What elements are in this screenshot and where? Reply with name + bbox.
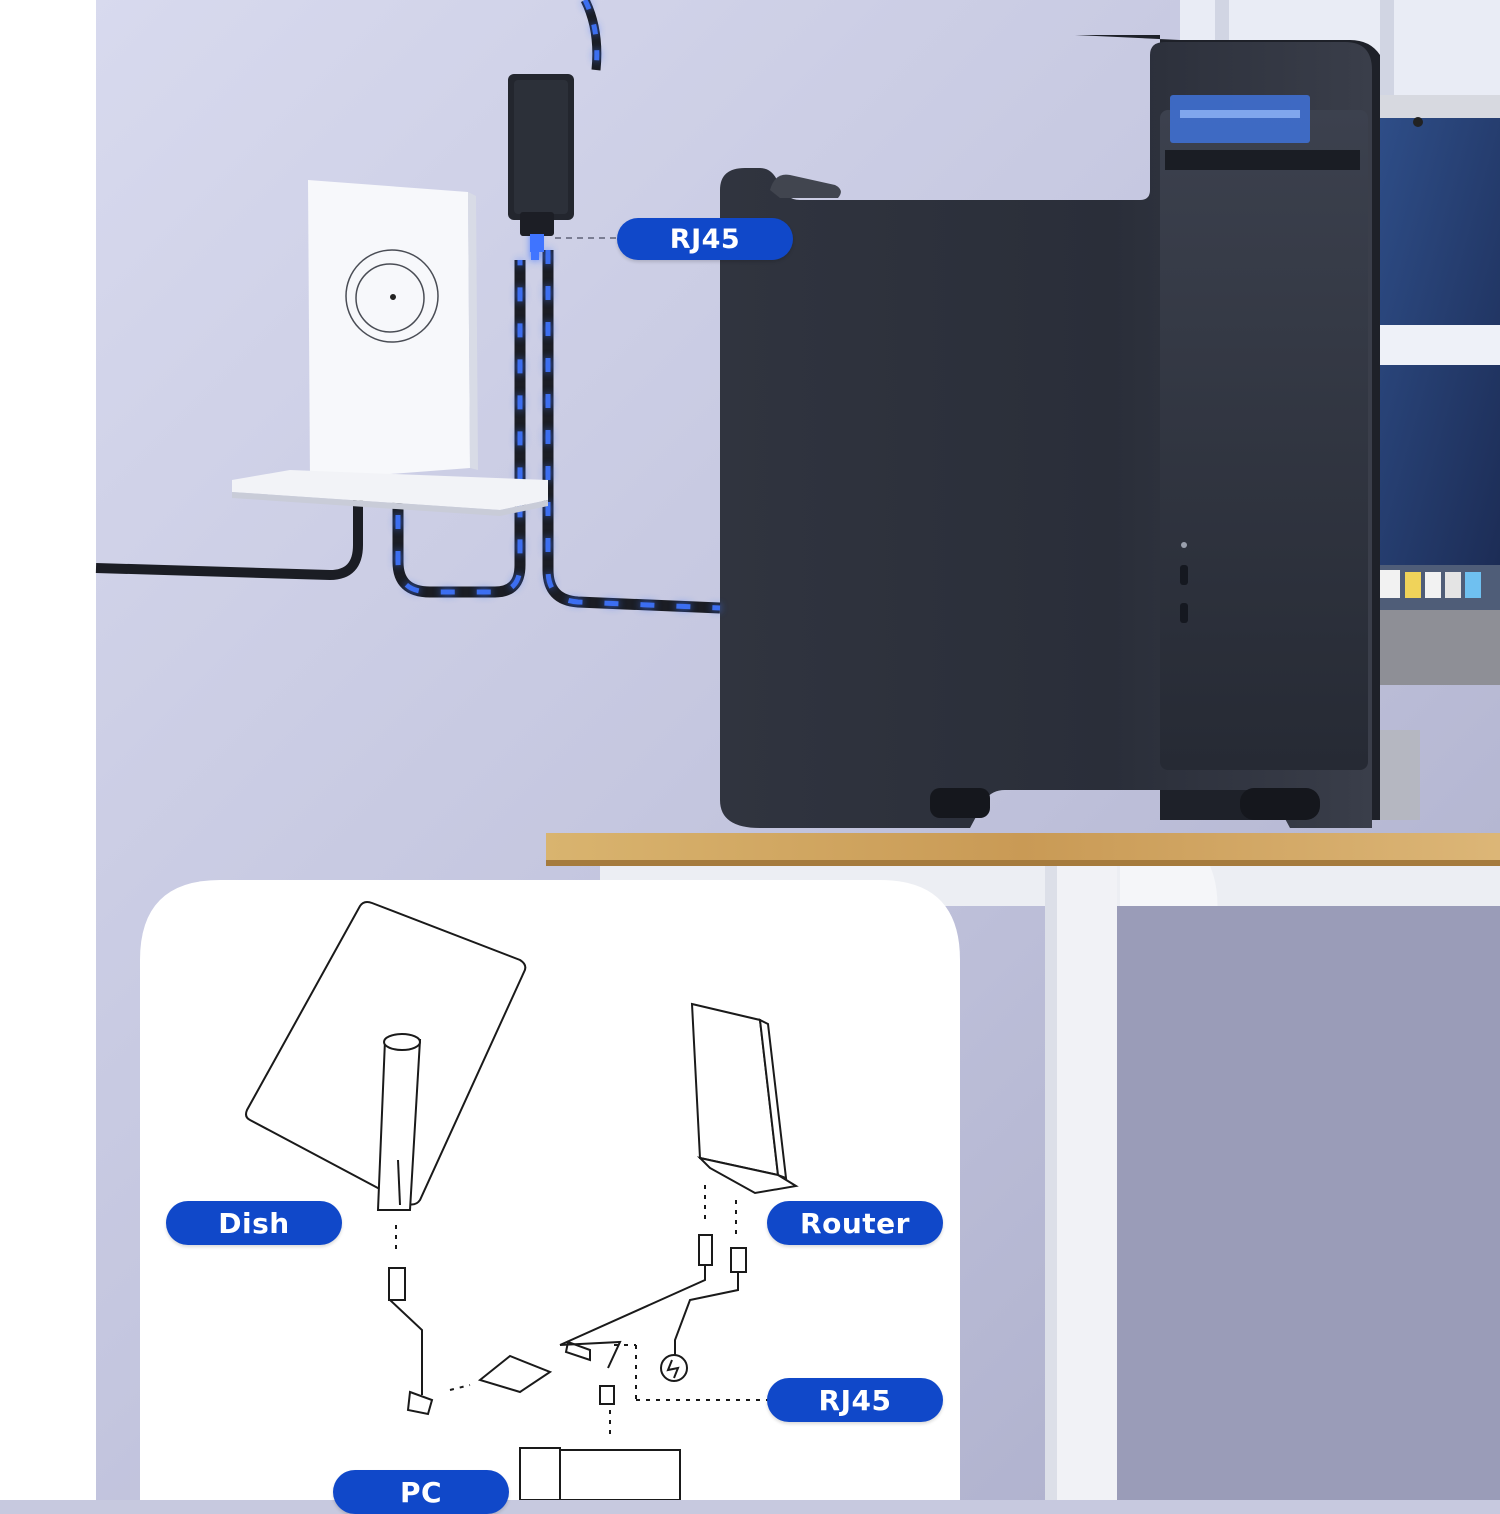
rj45-top-label: RJ45	[617, 218, 793, 260]
diagram-panel	[140, 880, 960, 1500]
router-on-wall	[232, 180, 548, 516]
dish-label: Dish	[166, 1201, 342, 1245]
ethernet-adapter	[508, 74, 574, 252]
rj45-bottom-label: RJ45	[767, 1378, 943, 1422]
left-margin	[0, 0, 96, 1500]
router-drawing	[449, 1002, 799, 1500]
dish-drawing	[245, 901, 527, 1416]
pc-label: PC	[333, 1470, 509, 1514]
desk	[546, 833, 1500, 1500]
pc-case	[720, 35, 1380, 828]
router-label: Router	[767, 1201, 943, 1245]
